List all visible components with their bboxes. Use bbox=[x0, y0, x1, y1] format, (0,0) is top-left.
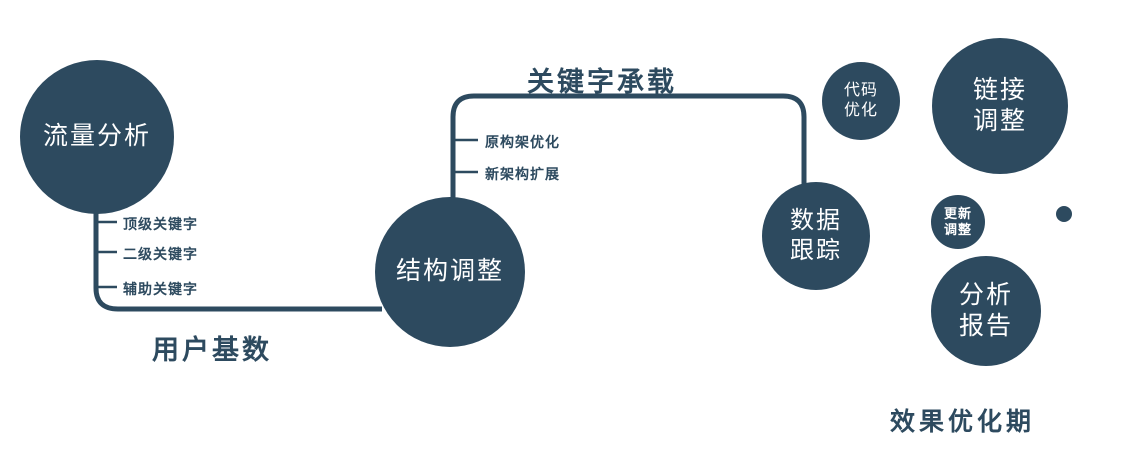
edge-label-user-base: 用户基数 bbox=[152, 335, 272, 365]
node-link-adjust-line1: 链接 bbox=[972, 75, 1027, 104]
node-data-tracking[interactable]: 数据 跟踪 bbox=[762, 182, 870, 290]
node-analysis-report-line2: 报告 bbox=[958, 312, 1013, 340]
branch-label-new-arch-expand: 新架构扩展 bbox=[485, 166, 560, 182]
node-code-optimize-line1: 代码 bbox=[843, 82, 878, 99]
node-update-adjust[interactable]: 更新 调整 bbox=[931, 195, 985, 249]
branch-label-auxiliary-keywords: 辅助关键字 bbox=[123, 281, 198, 297]
footer-phase-label: 效果优化期 bbox=[890, 408, 1036, 436]
node-code-optimize-line2: 优化 bbox=[843, 102, 878, 119]
node-code-optimize[interactable]: 代码 优化 bbox=[822, 62, 900, 140]
node-analysis-report-line1: 分析 bbox=[958, 280, 1013, 309]
node-link-adjust-line2: 调整 bbox=[972, 107, 1027, 135]
branch-label-secondary-keywords: 二级关键字 bbox=[123, 246, 198, 262]
dot-marker bbox=[1056, 206, 1072, 222]
edge-label-keyword-carry: 关键字承载 bbox=[527, 67, 677, 97]
branch-label-top-keywords: 顶级关键字 bbox=[123, 216, 198, 232]
node-structure-adjust[interactable]: 结构调整 bbox=[375, 197, 525, 347]
branch-label-original-arch-opt: 原构架优化 bbox=[485, 134, 560, 150]
node-structure-adjust-label: 结构调整 bbox=[395, 257, 504, 286]
node-traffic-analysis[interactable]: 流量分析 bbox=[20, 60, 174, 214]
node-analysis-report[interactable]: 分析 报告 bbox=[931, 256, 1041, 366]
node-traffic-analysis-label: 流量分析 bbox=[42, 122, 151, 151]
node-link-adjust[interactable]: 链接 调整 bbox=[932, 38, 1068, 174]
node-update-adjust-line2: 调整 bbox=[943, 222, 972, 237]
node-update-adjust-line1: 更新 bbox=[943, 205, 972, 221]
node-data-tracking-line2: 跟踪 bbox=[790, 237, 842, 264]
node-data-tracking-line1: 数据 bbox=[790, 207, 842, 234]
